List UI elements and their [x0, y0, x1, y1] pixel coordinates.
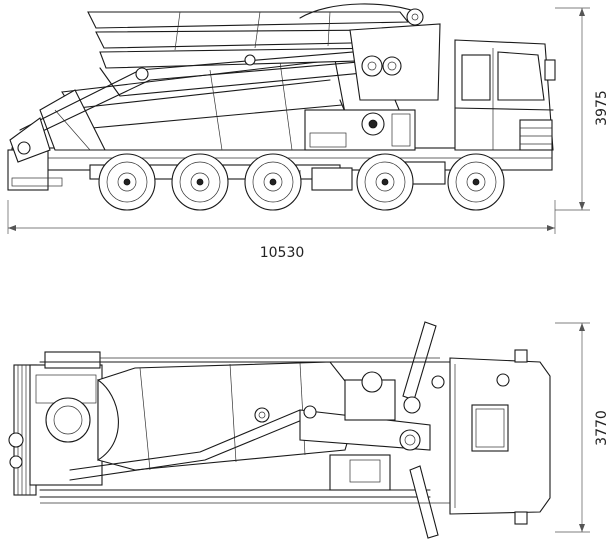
- top-cab: [431, 349, 551, 525]
- side-wheel-4: [356, 153, 414, 211]
- side-wheel-3: [244, 153, 302, 211]
- top-chassis: [39, 357, 451, 504]
- side-wheel-2: [171, 153, 229, 211]
- side-height-label: 3975: [594, 90, 610, 126]
- top-mixer-drum: [97, 361, 361, 471]
- side-wheel-1: [98, 153, 156, 211]
- top-view: 3770: [8, 321, 610, 539]
- side-wheels: [98, 153, 505, 211]
- top-boom-arm: [402, 321, 439, 539]
- side-boom: [9, 3, 441, 163]
- side-mixer-drum: [39, 59, 353, 151]
- side-equipment-box: [304, 109, 416, 151]
- top-width-label: 3770: [594, 410, 610, 446]
- side-cab: [454, 39, 556, 151]
- side-view: 3975 10530: [7, 3, 610, 261]
- side-wheel-5: [447, 153, 505, 211]
- side-height-dimension: [555, 7, 590, 211]
- side-length-label: 10530: [260, 245, 305, 261]
- top-width-dimension: [555, 322, 590, 533]
- top-rear-equipment: [8, 351, 103, 496]
- side-length-dimension: [7, 200, 556, 234]
- top-pump-block: [329, 371, 396, 491]
